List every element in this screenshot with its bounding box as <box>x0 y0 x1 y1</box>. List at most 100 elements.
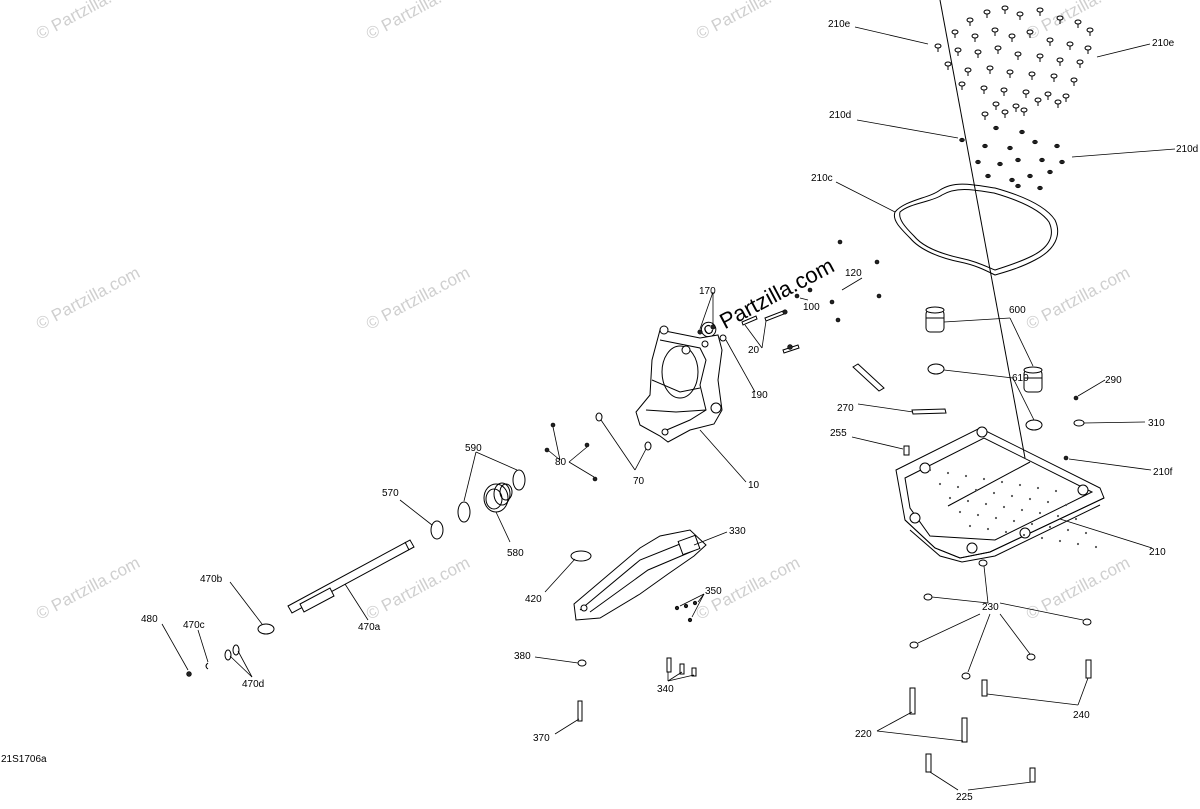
part-570-ring <box>430 520 444 540</box>
callout-210: 210 <box>1149 547 1166 558</box>
callout-80: 80 <box>555 457 567 468</box>
skid-plate-hole-icon <box>992 491 996 495</box>
callout-350: 350 <box>705 586 722 597</box>
screw-icon <box>1034 97 1042 106</box>
nut-icon <box>1015 183 1021 189</box>
screw-icon <box>1084 45 1092 54</box>
skid-plate-hole-icon <box>958 510 962 514</box>
skid-plate-hole-icon <box>1064 503 1068 507</box>
part-small-fasteners-top <box>697 239 882 354</box>
nut-icon <box>1009 177 1015 183</box>
skid-plate-hole-icon <box>1058 539 1062 543</box>
skid-plate-hole-icon <box>1084 531 1088 535</box>
callout-470d: 470d <box>242 679 264 690</box>
callout-590: 590 <box>465 443 482 454</box>
skid-plate-hole-icon <box>964 474 968 478</box>
callout-170: 170 <box>699 286 716 297</box>
callout-240: 240 <box>1073 710 1090 721</box>
callout-610: 610 <box>1012 373 1029 384</box>
screw-icon <box>1028 71 1036 80</box>
part-600-grommets <box>925 306 1043 393</box>
callout-340: 340 <box>657 684 674 695</box>
callout-600: 600 <box>1009 305 1026 316</box>
nut-icon <box>985 173 991 179</box>
screw-icon <box>1000 87 1008 96</box>
skid-plate-hole-icon <box>948 496 952 500</box>
center-watermark: © Partzilla.com <box>696 253 839 345</box>
part-480-nut <box>186 671 192 677</box>
nut-icon <box>1027 173 1033 179</box>
screw-icon <box>1062 93 1070 102</box>
skid-plate-hole-icon <box>968 524 972 528</box>
callout-230: 230 <box>982 602 999 613</box>
skid-plate-hole-icon <box>1038 511 1042 515</box>
skid-plate-hole-icon <box>1018 483 1022 487</box>
screw-icon <box>986 65 994 74</box>
screw-icon <box>1056 15 1064 24</box>
part-580-bellows <box>483 482 513 513</box>
screw-icon <box>944 61 952 70</box>
callout-480: 480 <box>141 614 158 625</box>
screw-icon <box>934 43 942 52</box>
watermark: © Partzilla.com <box>363 263 473 334</box>
callout-270: 270 <box>837 403 854 414</box>
nut-icon <box>1047 169 1053 175</box>
callout-10: 10 <box>748 480 760 491</box>
screw-icon <box>966 17 974 26</box>
screw-icon <box>1001 5 1009 14</box>
skid-plate-hole-icon <box>1036 486 1040 490</box>
screw-icon <box>1044 91 1052 100</box>
screw-icon <box>1066 41 1074 50</box>
part-210-skid-plate <box>895 0 1105 563</box>
screw-icon <box>1022 89 1030 98</box>
skid-plate-hole-icon <box>984 502 988 506</box>
screw-icon <box>1046 37 1054 46</box>
skid-plate-hole-icon <box>1028 497 1032 501</box>
screw-icon <box>1050 73 1058 82</box>
skid-plate-hole-icon <box>994 516 998 520</box>
part-210f-screw <box>1063 455 1069 461</box>
screw-icon <box>958 81 966 90</box>
part-350-340-380-370 <box>577 600 698 722</box>
diagram-code: 21S1706a <box>1 754 47 765</box>
callout-570: 570 <box>382 488 399 499</box>
screw-icon <box>992 101 1000 110</box>
screw-icon <box>1014 51 1022 60</box>
callout-labels: 210e 210e 210d 210d 210c 120 170 100 20 … <box>141 19 1198 803</box>
screw-icon <box>1086 27 1094 36</box>
nut-icon <box>1059 159 1065 165</box>
part-255-pin <box>903 445 910 456</box>
watermark: © Partzilla.com <box>363 0 473 44</box>
screw-icon <box>983 9 991 18</box>
part-230-washers <box>909 559 1092 680</box>
part-210e-screws <box>934 5 1094 120</box>
nut-icon <box>993 125 999 131</box>
nut-icon <box>1019 129 1025 135</box>
part-470c-clip <box>205 662 209 670</box>
screw-icon <box>994 45 1002 54</box>
screw-icon <box>1001 109 1009 118</box>
screw-icon <box>1036 7 1044 16</box>
screw-icon <box>1056 57 1064 66</box>
skid-plate-hole-icon <box>956 485 960 489</box>
callout-190: 190 <box>751 390 768 401</box>
callout-70: 70 <box>633 476 645 487</box>
nut-icon <box>1015 157 1021 163</box>
callout-580: 580 <box>507 548 524 559</box>
screw-icon <box>1054 99 1062 108</box>
nut-icon <box>997 161 1003 167</box>
callout-470a: 470a <box>358 622 381 633</box>
screw-icon <box>1016 11 1024 20</box>
skid-plate-hole-icon <box>946 471 950 475</box>
screw-icon <box>1012 103 1020 112</box>
part-10-housing <box>635 325 723 443</box>
watermark: © Partzilla.com <box>1023 263 1133 334</box>
screw-icon <box>1026 29 1034 38</box>
callout-210d-left: 210d <box>829 110 851 121</box>
callout-220: 220 <box>855 729 872 740</box>
screw-icon <box>964 67 972 76</box>
skid-plate-hole-icon <box>1066 528 1070 532</box>
callout-470b: 470b <box>200 574 223 585</box>
nut-icon <box>982 143 988 149</box>
